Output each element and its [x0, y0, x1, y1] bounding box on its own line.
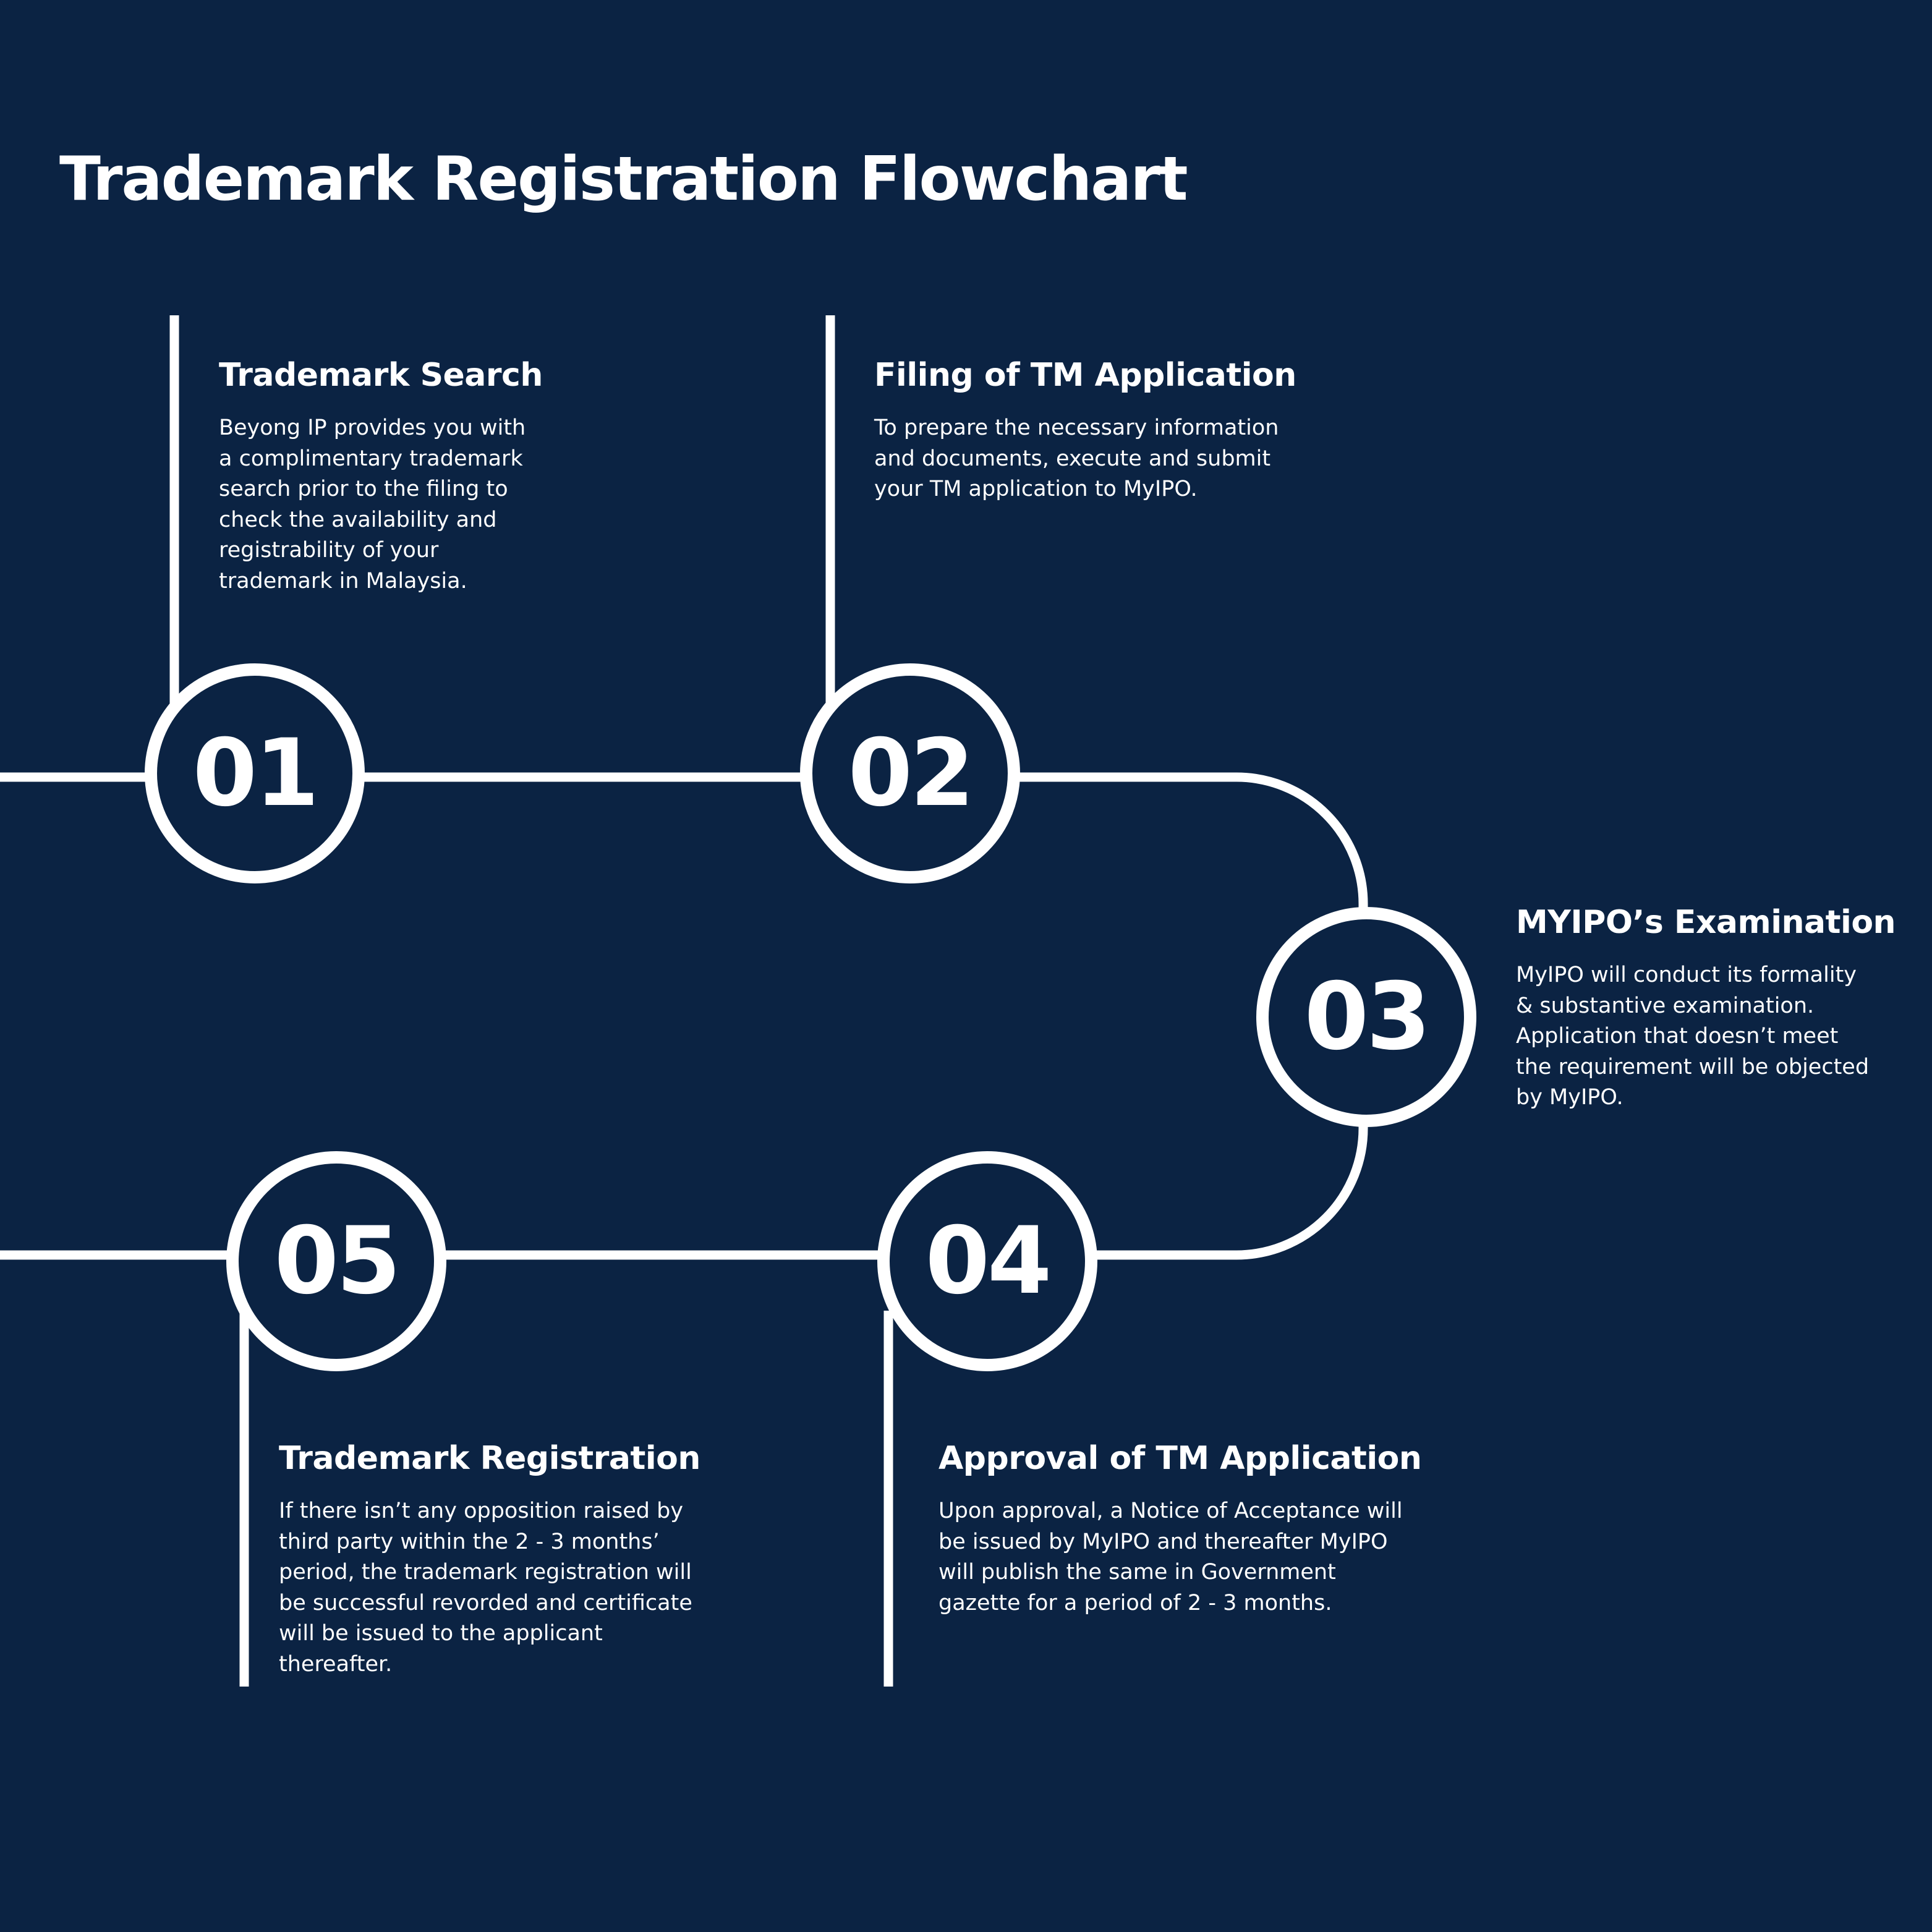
step-number-04: 04	[926, 1207, 1050, 1315]
step-node-03: 03	[1256, 907, 1476, 1127]
step-circle-03	[1256, 907, 1476, 1127]
step-node-01: 01	[145, 663, 365, 883]
step-title-04: Approval of TM Application	[938, 1440, 1422, 1477]
step-title-05: Trademark Registration	[279, 1440, 700, 1477]
step-node-02: 02	[800, 663, 1020, 883]
step-description-03: MyIPO will conduct its formality & subst…	[1516, 963, 1870, 1110]
step-title-03: MYIPO’s Examination	[1516, 904, 1896, 941]
step-card-05: Trademark Registration If there isn’t an…	[279, 1439, 700, 1680]
step-title-02: Filing of TM Application	[874, 357, 1296, 394]
step-description-04: Upon approval, a Notice of Acceptance wi…	[938, 1499, 1403, 1615]
step-description-05: If there isn’t any opposition raised by …	[279, 1499, 692, 1677]
step-circle-01	[145, 663, 365, 883]
step-description-01: Beyong IP provides you with a compliment…	[219, 415, 526, 594]
step-number-02: 02	[848, 720, 972, 827]
step-title-01: Trademark Search	[219, 357, 543, 394]
step-node-05: 05	[226, 1151, 446, 1371]
step-description-02: To prepare the necessary information and…	[874, 415, 1279, 501]
step-card-03: MYIPO’s Examination MyIPO will conduct i…	[1516, 903, 1896, 1113]
step-circle-02	[800, 663, 1020, 883]
step-circle-04	[877, 1151, 1097, 1371]
step-number-03: 03	[1304, 963, 1429, 1071]
step-node-04: 04	[877, 1151, 1097, 1371]
step-card-02: Filing of TM Application To prepare the …	[874, 355, 1296, 505]
step-number-05: 05	[274, 1207, 399, 1315]
step-number-01: 01	[193, 720, 317, 827]
step-circle-05	[226, 1151, 446, 1371]
step-card-01: Trademark Search Beyong IP provides you …	[219, 355, 543, 597]
page-title: Trademark Registration Flowchart	[59, 144, 1188, 215]
step-card-04: Approval of TM Application Upon approval…	[938, 1439, 1422, 1619]
